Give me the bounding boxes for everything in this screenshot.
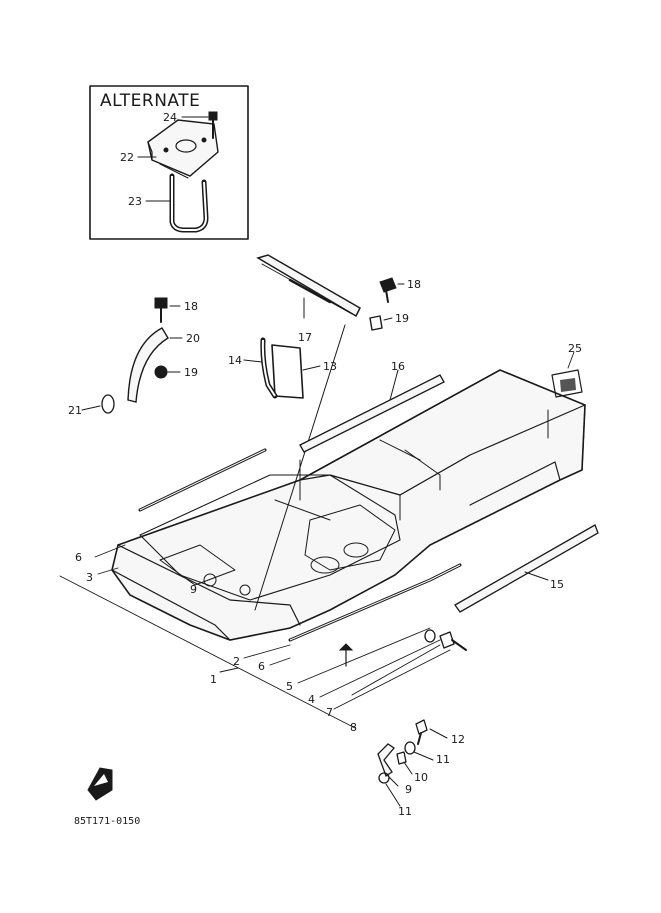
- brace-13-14: [243, 337, 321, 399]
- guard-20: [127, 327, 183, 403]
- spacer-10: [396, 751, 413, 775]
- callout-4: 4: [308, 693, 315, 706]
- callout-22: 22: [120, 151, 134, 164]
- callout-8: 8: [350, 721, 357, 734]
- callout-19b: 19: [184, 366, 198, 379]
- nut-19-right: [369, 315, 393, 331]
- reflector-25: [551, 369, 583, 398]
- callout-3: 3: [86, 571, 93, 584]
- callout-25: 25: [568, 342, 582, 355]
- callout-5: 5: [286, 680, 293, 693]
- callout-16: 16: [391, 360, 405, 373]
- body-shell-1: [111, 324, 586, 642]
- handle-17: [256, 254, 361, 319]
- callout-11a: 11: [436, 753, 450, 766]
- callout-9b: 9: [405, 783, 412, 796]
- callout-18b: 18: [184, 300, 198, 313]
- callouts: 1 2 3 4 5 6 6 7 8 9 9 10 11 11 12 13 14 …: [68, 278, 582, 818]
- trim-strip-16: [299, 369, 445, 453]
- callout-15: 15: [550, 578, 564, 591]
- bolt-24: [208, 111, 218, 139]
- callout-14: 14: [228, 354, 242, 367]
- callout-13: 13: [323, 360, 337, 373]
- callout-6a: 6: [75, 551, 82, 564]
- front-direction-icon: [87, 767, 113, 801]
- callout-10: 10: [414, 771, 428, 784]
- callout-9a: 9: [190, 583, 197, 596]
- callout-6b: 6: [258, 660, 265, 673]
- bolt-8: [424, 629, 467, 651]
- callout-11b: 11: [398, 805, 412, 818]
- bolt-18-right: [379, 277, 405, 303]
- callout-19a: 19: [395, 312, 409, 325]
- nut-19-left: [154, 365, 181, 379]
- bolt-12: [415, 719, 448, 745]
- callout-20: 20: [186, 332, 200, 345]
- leader-lines: [59, 351, 575, 729]
- callout-23: 23: [128, 195, 142, 208]
- callout-17: 17: [298, 331, 312, 344]
- callout-2: 2: [233, 655, 240, 668]
- callout-24: 24: [163, 111, 177, 124]
- clip-9: [377, 743, 399, 787]
- alternate-inset: ALTERNATE 24 22 23: [89, 85, 249, 240]
- callout-18a: 18: [407, 278, 421, 291]
- washer-11b: [378, 772, 401, 807]
- drawing-code: 85T171-0150: [74, 816, 140, 827]
- inset-frame: [89, 85, 249, 240]
- callout-12: 12: [451, 733, 465, 746]
- u-bolt-23: [169, 173, 209, 233]
- inset-title: ALTERNATE: [100, 91, 200, 111]
- grommet-21: [81, 394, 115, 414]
- bracket-22: [147, 119, 219, 179]
- bolt-18-left: [154, 297, 181, 323]
- callout-7: 7: [326, 706, 333, 719]
- washer-11a: [404, 741, 434, 761]
- callout-1: 1: [210, 673, 217, 686]
- trim-strip-15: [454, 524, 599, 613]
- callout-21: 21: [68, 404, 82, 417]
